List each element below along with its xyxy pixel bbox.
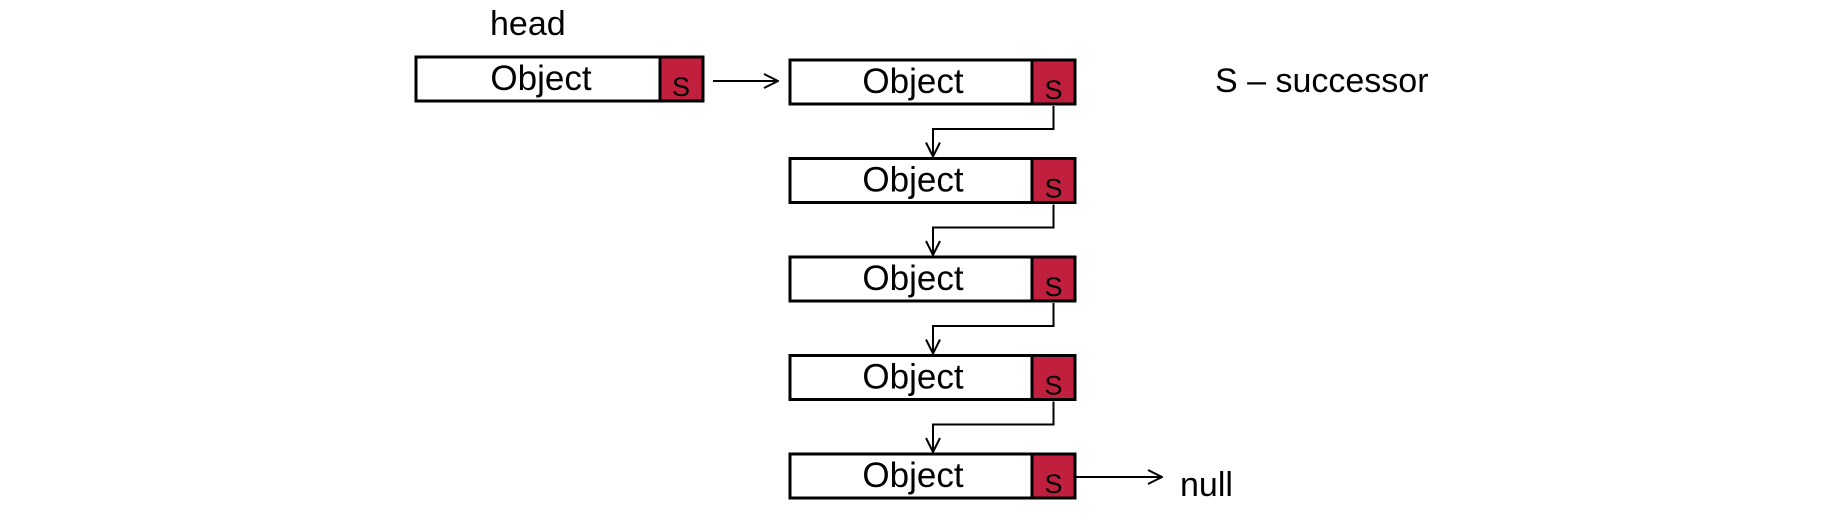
head-node-object-box	[414, 55, 662, 103]
head-node-object-label: Object	[490, 59, 591, 98]
chain-node-object-box	[788, 452, 1034, 500]
head-node: Object S	[414, 55, 705, 103]
chain-node: Object S	[788, 452, 1077, 500]
chain-node: Object S	[788, 354, 1077, 401]
head-node-successor-label: S	[672, 72, 690, 102]
chain-node-object-box	[788, 354, 1034, 401]
successor-link-arrow	[933, 106, 1055, 157]
chain-node-successor-label: S	[1044, 272, 1062, 302]
chain-node-successor-label: S	[1044, 75, 1062, 105]
chain-node-object-label: Object	[862, 456, 963, 495]
chain-node-object-label: Object	[862, 62, 963, 101]
successor-link-arrow	[933, 401, 1055, 453]
legend-successor: S – successor	[1215, 62, 1429, 100]
chain-node-successor-cell	[1030, 58, 1077, 106]
chain-node-object-label: Object	[862, 259, 963, 298]
chain-node-object-box	[788, 58, 1034, 106]
chain-node-successor-label: S	[1044, 469, 1062, 499]
chain-node: Object S	[788, 58, 1077, 106]
chain-node-object-label: Object	[862, 161, 963, 200]
chain-node-object-label: Object	[862, 358, 963, 397]
chain-node: Object S	[788, 255, 1077, 303]
head-label: head	[490, 5, 566, 43]
successor-link-arrow	[933, 204, 1055, 256]
chain-node-successor-label: S	[1044, 174, 1062, 204]
chain-node-successor-cell	[1030, 354, 1077, 401]
successor-link-arrow	[933, 303, 1055, 354]
chain-node-successor-cell	[1030, 255, 1077, 303]
chain-node: Object S	[788, 157, 1077, 204]
chain-node-successor-label: S	[1044, 371, 1062, 401]
chain-node-successor-cell	[1030, 157, 1077, 204]
head-node-successor-cell	[658, 55, 705, 103]
null-label: null	[1180, 466, 1233, 504]
